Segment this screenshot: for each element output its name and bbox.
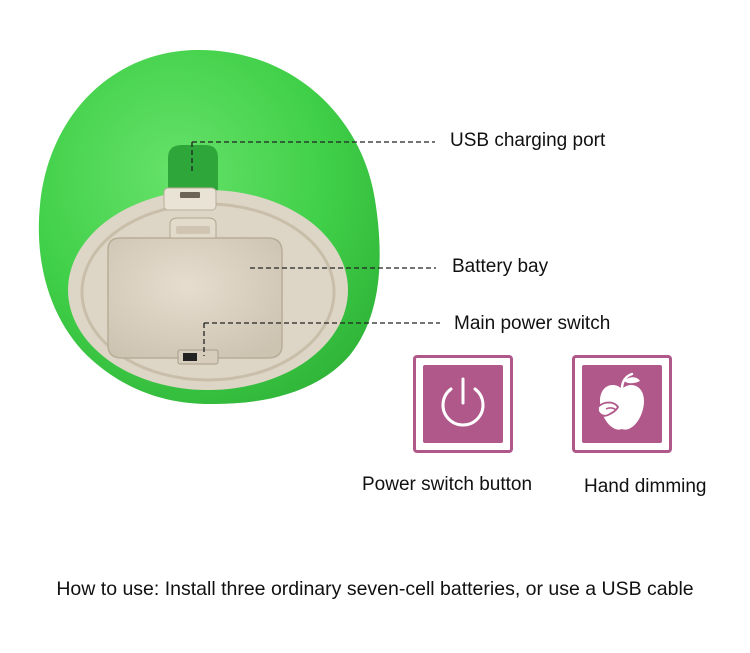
battery-cover — [107, 237, 283, 359]
usb-port — [180, 192, 200, 198]
apple-hand-icon — [582, 365, 662, 443]
usb-port-recess — [168, 145, 218, 200]
hand-dimming-card — [572, 355, 672, 453]
usage-instructions: How to use: Install three ordinary seven… — [56, 578, 694, 600]
power-switch-button-card — [413, 355, 513, 453]
hand-dimming-label: Hand dimming — [584, 476, 707, 497]
power-icon — [423, 365, 503, 443]
main-power-switch-label: Main power switch — [454, 313, 611, 334]
battery-bay-label: Battery bay — [452, 256, 549, 277]
usb-port-housing — [163, 187, 217, 211]
power-switch-button-label: Power switch button — [362, 474, 533, 495]
usb-port-label: USB charging port — [450, 130, 606, 151]
